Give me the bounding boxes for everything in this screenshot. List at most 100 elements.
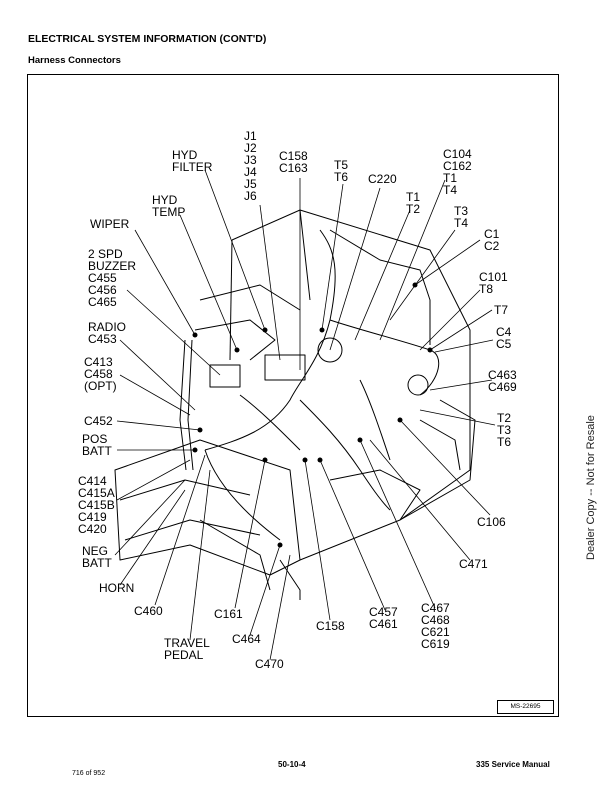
callout-line: FILTER — [172, 160, 213, 174]
callout-line: C161 — [214, 607, 243, 621]
page-number: 50-10-4 — [278, 760, 306, 769]
callout-line: RADIO — [88, 320, 126, 334]
leader-lines — [114, 169, 496, 661]
page-title: ELECTRICAL SYSTEM INFORMATION (CONT'D) — [28, 33, 267, 45]
callout-c220: C220 — [368, 172, 397, 186]
callout-line: HYD — [152, 193, 178, 207]
manual-title: 335 Service Manual — [476, 760, 550, 769]
callout-line: HYD — [172, 148, 198, 162]
callout-line: T5 — [334, 158, 348, 172]
callout-line: C106 — [477, 515, 506, 529]
callout-line: C468 — [421, 613, 450, 627]
callout-line: C158 — [316, 619, 345, 633]
callout-c106: C106 — [477, 515, 506, 529]
callout-line: C463 — [488, 368, 517, 382]
callout-line: POS — [82, 432, 107, 446]
callout-line: T2 — [406, 202, 420, 216]
callout-line: C456 — [88, 283, 117, 297]
figure-frame — [27, 74, 559, 717]
callout-line: C470 — [255, 657, 284, 671]
callout-line: C415A — [78, 486, 115, 500]
callout-line: C452 — [84, 414, 113, 428]
callout-line: T4 — [454, 216, 468, 230]
callout-line: C1 — [484, 227, 500, 241]
callout-line: WIPER — [90, 217, 130, 231]
callout-line: TRAVEL — [164, 636, 210, 650]
callout-line: C460 — [134, 604, 163, 618]
callout-line: HORN — [99, 581, 134, 595]
callout-line: T7 — [494, 303, 508, 317]
callout-line: (OPT) — [84, 379, 117, 393]
callout-line: C163 — [279, 161, 308, 175]
callout-line: J5 — [244, 177, 257, 191]
section-subtitle: Harness Connectors — [28, 55, 121, 66]
callout-line: BUZZER — [88, 259, 136, 273]
callout-c161: C161 — [214, 607, 243, 621]
callout-line: C2 — [484, 239, 500, 253]
callout-line: C413 — [84, 355, 113, 369]
callout-line: T4 — [443, 183, 457, 197]
page-count: 716 of 952 — [72, 770, 106, 777]
callout-line: C162 — [443, 159, 472, 173]
callout-line: T3 — [454, 204, 468, 218]
machine-outline — [114, 209, 476, 600]
callout-c470: C470 — [255, 657, 284, 671]
callout-line: C458 — [84, 367, 113, 381]
callout-horn: HORN — [99, 581, 134, 595]
callout-line: C415B — [78, 498, 115, 512]
callout-line: PEDAL — [164, 648, 204, 662]
callout-line: NEG — [82, 544, 108, 558]
callout-line: 2 SPD — [88, 247, 123, 261]
callout-line: C465 — [88, 295, 117, 309]
callout-line: C158 — [279, 149, 308, 163]
callout-line: T2 — [497, 411, 511, 425]
callout-line: C104 — [443, 147, 472, 161]
callout-line: C453 — [88, 332, 117, 346]
figure-id: MS-22695 — [497, 700, 554, 714]
connector-markers — [192, 282, 433, 548]
callout-line: BATT — [82, 556, 112, 570]
callout-line: T6 — [497, 435, 511, 449]
callout-line: C419 — [78, 510, 107, 524]
callout-line: C420 — [78, 522, 107, 536]
callout-t7: T7 — [494, 303, 508, 317]
callout-line: TEMP — [152, 205, 185, 219]
callout-c460: C460 — [134, 604, 163, 618]
callout-line: C621 — [421, 625, 450, 639]
callout-line: J6 — [244, 189, 257, 203]
callout-c158: C158 — [316, 619, 345, 633]
callout-line: C467 — [421, 601, 450, 615]
callout-line: C455 — [88, 271, 117, 285]
callout-line: C461 — [369, 617, 398, 631]
callout-wiper: WIPER — [90, 217, 130, 231]
callout-line: T1 — [443, 171, 457, 185]
callout-line: C414 — [78, 474, 107, 488]
callout-line: J3 — [244, 153, 257, 167]
callout-line: C619 — [421, 637, 450, 651]
callout-line: C4 — [496, 325, 512, 339]
callout-line: C469 — [488, 380, 517, 394]
callout-line: J1 — [244, 129, 257, 143]
callout-line: T8 — [479, 282, 493, 296]
callout-line: J2 — [244, 141, 257, 155]
